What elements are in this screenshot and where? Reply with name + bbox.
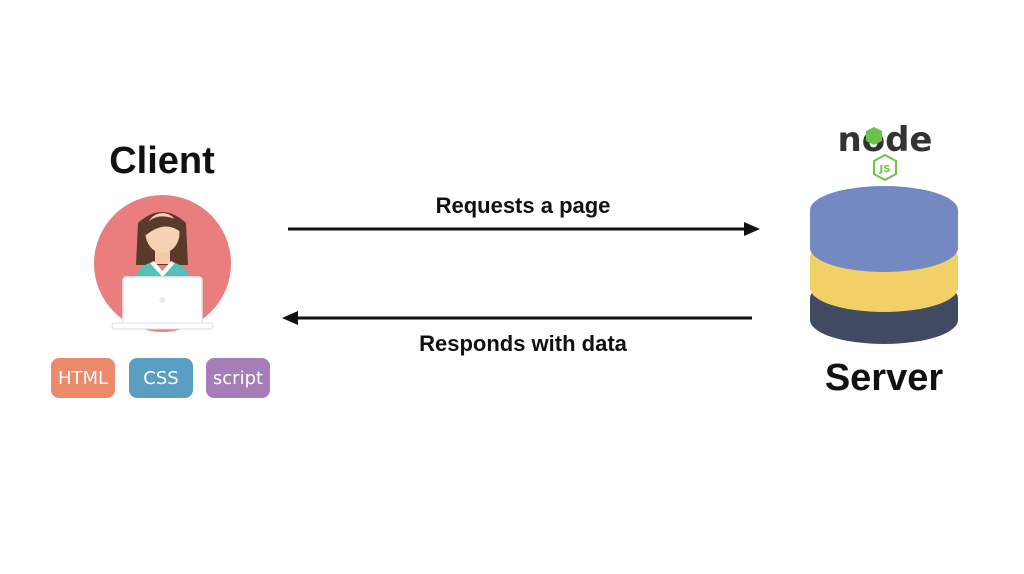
response-label: Responds with data (419, 331, 627, 356)
response-arrow (282, 311, 752, 325)
client-user-icon (94, 195, 231, 332)
server-title: Server (824, 357, 944, 399)
request-label: Requests a page (435, 193, 611, 218)
nodejs-logo: node JS (838, 120, 933, 182)
request-arrow (288, 222, 760, 236)
css-tag: CSS (129, 358, 193, 398)
request-response-arrows (282, 222, 760, 325)
html-tag: HTML (51, 358, 115, 398)
server-database-icon (810, 186, 958, 344)
client-title: Client (109, 140, 215, 182)
nodejs-logo-text: node (838, 120, 933, 160)
script-tag: script (206, 358, 270, 398)
nodejs-badge-text: JS (879, 164, 891, 175)
